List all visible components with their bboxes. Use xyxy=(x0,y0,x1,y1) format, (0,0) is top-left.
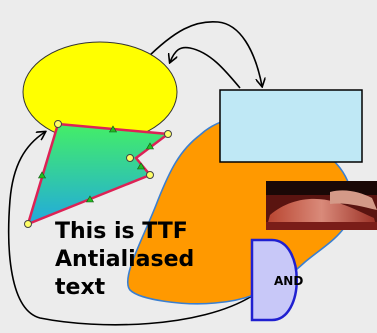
photo-image[interactable] xyxy=(266,181,377,230)
blue-rectangle[interactable] xyxy=(220,90,362,162)
vertex-handle[interactable] xyxy=(55,121,62,128)
vertex-handle[interactable] xyxy=(165,131,172,138)
and-gate-label: AND xyxy=(274,274,303,288)
ttf-text-line-1: This is TTF xyxy=(55,219,188,244)
vertex-handle[interactable] xyxy=(147,172,154,179)
vertex-handle[interactable] xyxy=(25,221,32,228)
connector-rect-to-ellipse[interactable] xyxy=(170,48,240,88)
ttf-text-line-3: text xyxy=(55,275,106,300)
vertex-handle[interactable] xyxy=(127,155,134,162)
ttf-text-line-2: Antialiased xyxy=(55,247,194,272)
